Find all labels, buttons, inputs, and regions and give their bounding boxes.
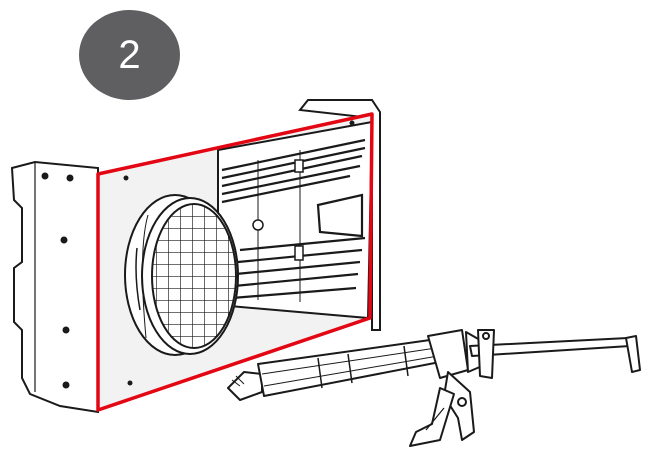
step-number-badge: 2	[79, 10, 180, 100]
housing-back	[10, 99, 381, 414]
caulking-gun	[227, 329, 641, 447]
step-number: 2	[118, 33, 141, 77]
round-spigot-collar	[124, 194, 239, 356]
grille-opening	[217, 120, 374, 320]
sealant-highlight-outline	[96, 112, 374, 412]
